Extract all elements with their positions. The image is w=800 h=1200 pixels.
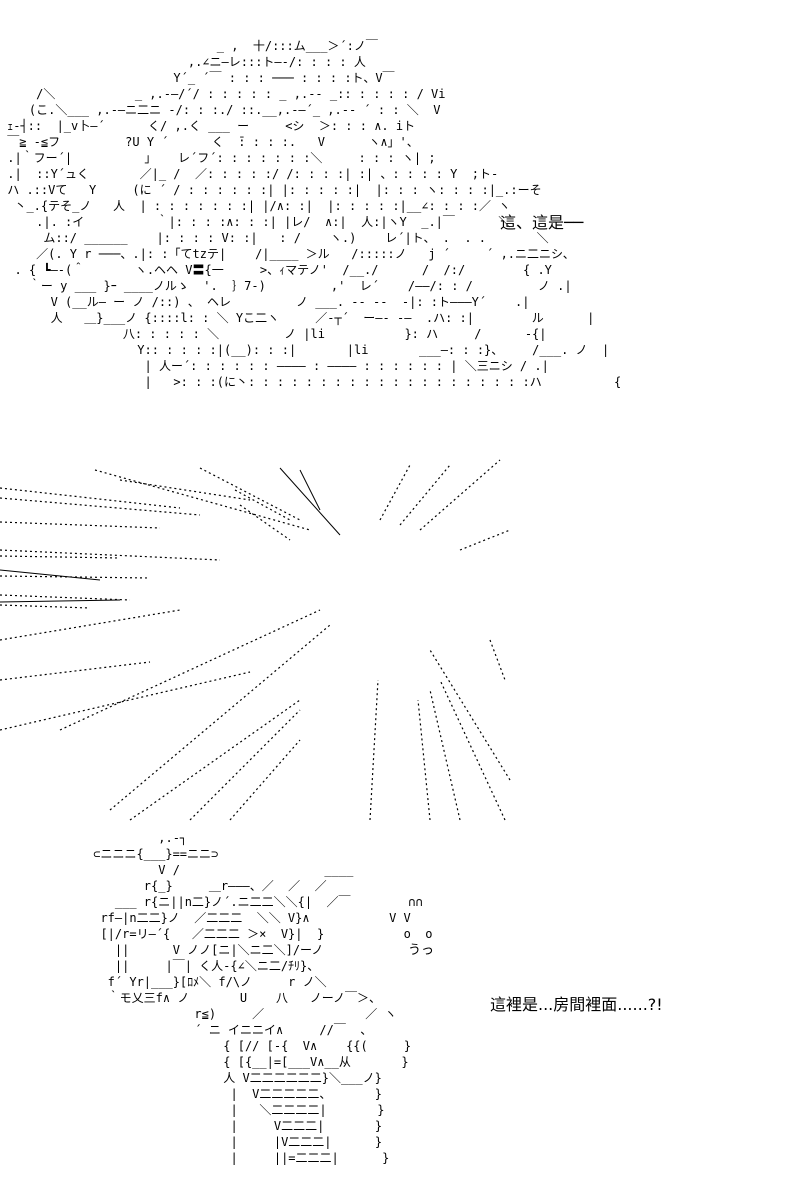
- panel-shocked-character: ,.-┐ ⊂ニニニ{___}==ニニ⊃ V / ____ r{_} ＿r―――、…: [0, 830, 800, 1200]
- ascii-art-character: ,.-┐ ⊂ニニニ{___}==ニニ⊃ V / ____ r{_} ＿r―――、…: [93, 831, 433, 1165]
- caption-dialogue: 這、這是──: [500, 213, 584, 232]
- light-burst-lines: [0, 459, 511, 821]
- panel-light-burst: [0, 450, 800, 830]
- sound-effect: うっ: [408, 943, 435, 958]
- ascii-art-character: _ , 十/:::ム___＞´:ノ￣ ,.∠ニ―レ:::ト―‐/: : : : …: [7, 39, 622, 389]
- panel-surprised-character: _ , 十/:::ム___＞´:ノ￣ ,.∠ニ―レ:::ト―‐/: : : : …: [0, 0, 800, 450]
- caption-dialogue: 這裡是...房間裡面......?!: [490, 995, 663, 1014]
